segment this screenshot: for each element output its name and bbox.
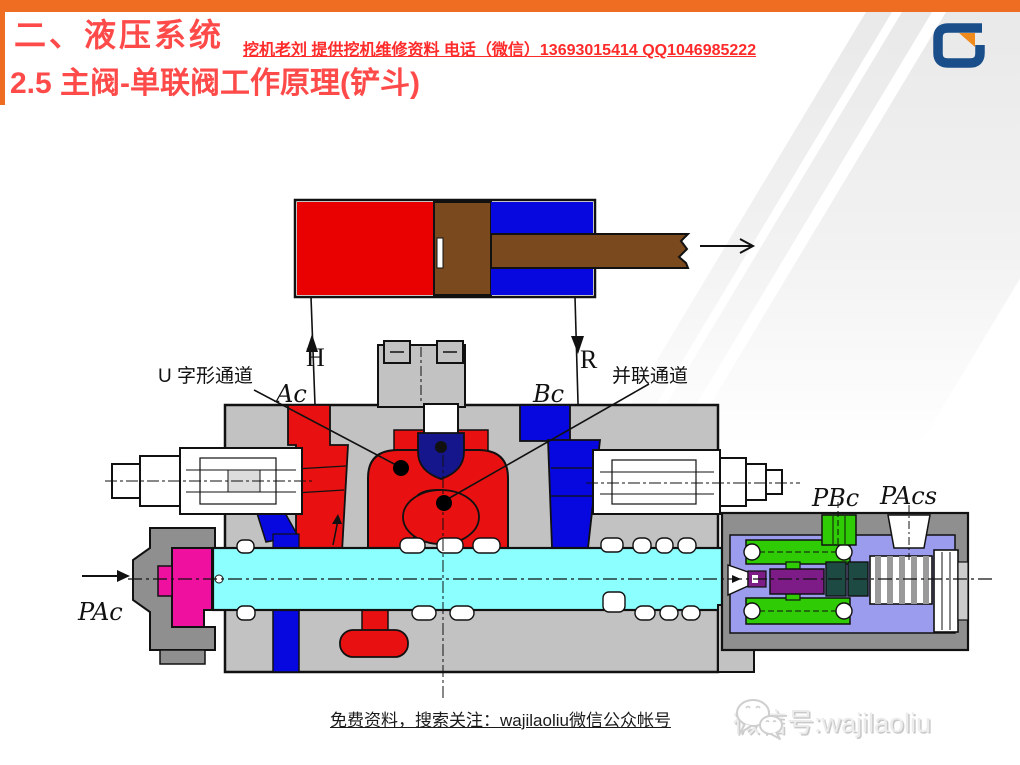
cylinder-schematic	[293, 198, 756, 299]
blue-return-passages	[255, 404, 602, 673]
left-relief-valve	[105, 447, 312, 515]
port-label-pacs: PAcs	[879, 482, 937, 510]
corner-stripes-decoration	[606, 12, 1020, 445]
port-label-pac: PAc	[77, 598, 123, 626]
pacs-port	[887, 514, 931, 549]
right-relief-valve	[586, 449, 800, 515]
cylinder-rod	[490, 233, 691, 269]
cylinder-head-chamber	[297, 202, 434, 295]
contact-line: 挖机老刘 提供挖机维修资料 电话（微信）13693015414 QQ104698…	[243, 42, 757, 59]
port-label-h: H	[306, 343, 325, 372]
wechat-watermark: 微信号:wajilaoliu	[733, 697, 931, 740]
subsection-title: 2.5 主阀-单联阀工作原理(铲斗)	[10, 67, 421, 100]
annotation-leaders	[253, 383, 650, 511]
left-accent-strip	[0, 12, 5, 105]
flow-down-arrow	[571, 336, 584, 354]
pac-inlet-arrow	[82, 570, 130, 582]
port-label-pbc: PBc	[811, 484, 859, 512]
liugong-logo	[933, 23, 985, 68]
left-end-cap	[132, 527, 216, 665]
pbc-port	[821, 514, 857, 546]
spool-stem	[769, 568, 825, 595]
magenta-seal	[171, 547, 213, 628]
port-label-r: R	[580, 345, 598, 374]
wechat-bubbles-icon	[736, 699, 783, 740]
rod-extend-arrow	[739, 238, 756, 254]
flow-up-arrow	[306, 334, 318, 352]
top-accent-bar	[0, 0, 1020, 12]
footer-note: 免费资料，搜索关注：wajilaoliu微信公众帐号	[330, 711, 671, 730]
section-title: 二、液压系统	[14, 17, 225, 53]
label-parallel-channel: 并联通道	[612, 365, 688, 387]
port-label-bc: Bc	[532, 380, 564, 408]
label-u-channel: U 字形通道	[158, 365, 253, 387]
port-label-ac: Ac	[274, 380, 307, 408]
check-valve-poppet	[417, 403, 465, 480]
right-spring-housing	[720, 502, 970, 652]
